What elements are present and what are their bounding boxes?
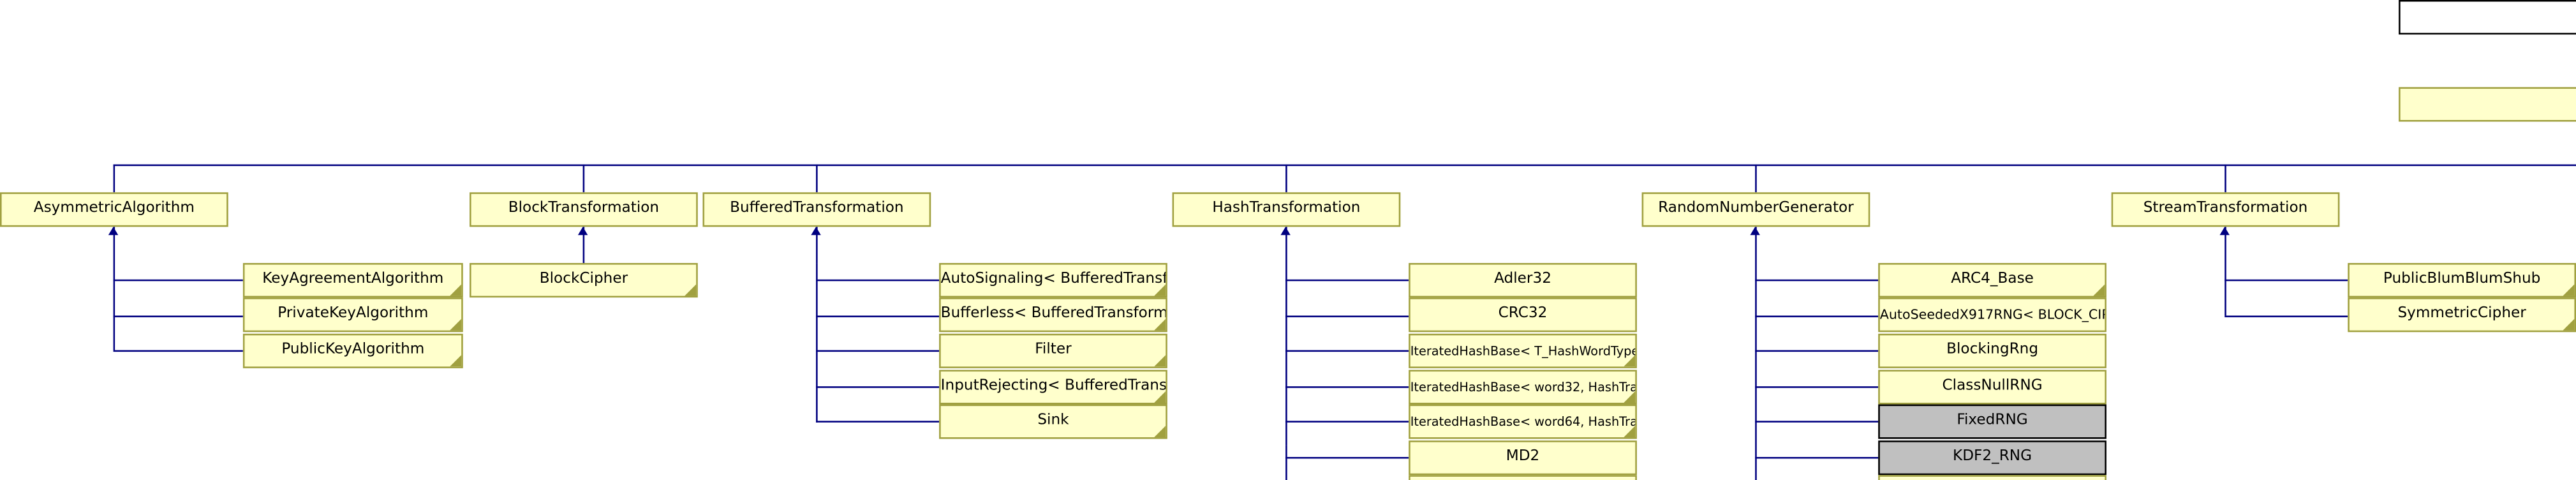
node-adler32[interactable]: Adler32 [1409,263,1637,298]
node-sink[interactable]: Sink [939,404,1167,439]
node-crc32[interactable]: CRC32 [1409,297,1637,333]
node-key-agreement-algorithm[interactable]: KeyAgreementAlgorithm [242,263,463,298]
node-lc-rng[interactable]: LC_RNG [1878,475,2106,480]
edge-branch-ihb-w32 [1285,386,1409,388]
edge-branch-kdf2-rng [1755,456,1879,459]
edge-branch-fixed-rng [1755,421,1879,423]
node-bufferless-buffered-transformation[interactable]: Bufferless< BufferedTransformation > [939,297,1167,333]
edge-branch-sink [816,421,940,423]
node-filter[interactable]: Filter [939,333,1167,368]
edge-branch-symmetric-cipher [2224,315,2348,318]
node-hash-transformation[interactable]: HashTransformation [1172,192,1401,227]
edge-branch-private-key [113,315,243,318]
edge-branch-ihb-t [1285,350,1409,352]
edge-branch-public-key [113,350,243,352]
edge-spine-stream [2224,227,2226,316]
edge-spine-rng [1755,227,1757,480]
edge-branch-input-rejecting [816,386,940,388]
edge-drop-asymmetric [113,164,115,193]
edge-branch-bufferless [816,315,940,318]
edge-drop-stream-transformation [2224,164,2226,193]
node-blocking-rng[interactable]: BlockingRng [1878,333,2106,368]
node-class-null-rng[interactable]: ClassNullRNG [1878,370,2106,405]
edge-spine-block-transformation [582,227,585,280]
edge-spine-buffered-top [816,227,818,264]
edge-branch-class-null-rng [1755,386,1879,388]
node-block-transformation[interactable]: BlockTransformation [470,192,698,227]
arrowhead-buffered-transformation [811,227,821,236]
arrowhead-asymmetric [108,227,119,236]
edge-branch-auto-seeded-x917rng [1755,315,1879,318]
node-random-number-generator[interactable]: RandomNumberGenerator [1641,192,1870,227]
node-md2[interactable]: MD2 [1409,440,1637,476]
node-clonable[interactable]: Clonable [2399,0,2576,35]
edge-branch-ihb-w64 [1285,421,1409,423]
arrowhead-hash-transformation [1280,227,1291,236]
edge-branch-filter [816,350,940,352]
arrowhead-rng [1750,227,1760,236]
edge-branch-blocking-rng [1755,350,1879,352]
edge-spine-asymmetric [113,227,115,350]
edge-spine-buffered [816,263,818,423]
arrowhead-block-transformation [577,227,588,236]
node-public-key-algorithm[interactable]: PublicKeyAlgorithm [242,333,463,368]
edge-spine-hash-lower [1285,445,1287,480]
node-iterated-hash-base-word64[interactable]: IteratedHashBase< word64, HashTransforma… [1409,404,1637,439]
node-buffered-transformation[interactable]: BufferedTransformation [702,192,931,227]
node-iterated-hash-base-t-hashwordtype[interactable]: IteratedHashBase< T_HashWordType, HashTr… [1409,333,1637,368]
arrowhead-stream-transformation [2219,227,2230,236]
node-auto-seeded-x917rng[interactable]: AutoSeededX917RNG< BLOCK_CIPHER > [1878,297,2106,333]
node-algorithm[interactable]: Algorithm [2399,87,2576,122]
node-kdf2-rng[interactable]: KDF2_RNG [1878,440,2106,476]
node-fixed-rng[interactable]: FixedRNG [1878,404,2106,439]
edge-branch-arc4-base [1755,279,1879,281]
edge-branch-crc32 [1285,315,1409,318]
node-block-cipher[interactable]: BlockCipher [470,263,698,298]
edge-spine-hash [1285,227,1287,446]
edge-drop-block-transformation [582,164,585,193]
node-stream-transformation[interactable]: StreamTransformation [2111,192,2340,227]
node-public-blum-blum-shub-stream[interactable]: PublicBlumBlumShub [2348,263,2576,298]
edge-drop-buffered-transformation [816,164,818,193]
edge-bus-algorithm-children [113,164,2576,167]
edge-branch-adler32 [1285,279,1409,281]
node-message-authentication-code[interactable]: MessageAuthenticationCode [1409,475,1637,480]
node-auto-signaling-buffered-transformation[interactable]: AutoSignaling< BufferedTransformation > [939,263,1167,298]
edge-branch-key-agreement [113,279,243,281]
node-private-key-algorithm[interactable]: PrivateKeyAlgorithm [242,297,463,333]
edge-drop-rng [1755,164,1757,193]
node-iterated-hash-base-word32[interactable]: IteratedHashBase< word32, HashTransforma… [1409,370,1637,405]
edge-branch-public-blum-blum-shub-st [2224,279,2348,281]
edge-drop-hash-transformation [1285,164,1287,193]
node-symmetric-cipher[interactable]: SymmetricCipher [2348,297,2576,333]
node-arc4-base[interactable]: ARC4_Base [1878,263,2106,298]
edge-branch-md2 [1285,456,1409,459]
node-asymmetric-algorithm[interactable]: AsymmetricAlgorithm [0,192,228,227]
node-input-rejecting-buffered-transformation[interactable]: InputRejecting< BufferedTransformation > [939,370,1167,405]
edge-branch-auto-signaling [816,279,940,281]
